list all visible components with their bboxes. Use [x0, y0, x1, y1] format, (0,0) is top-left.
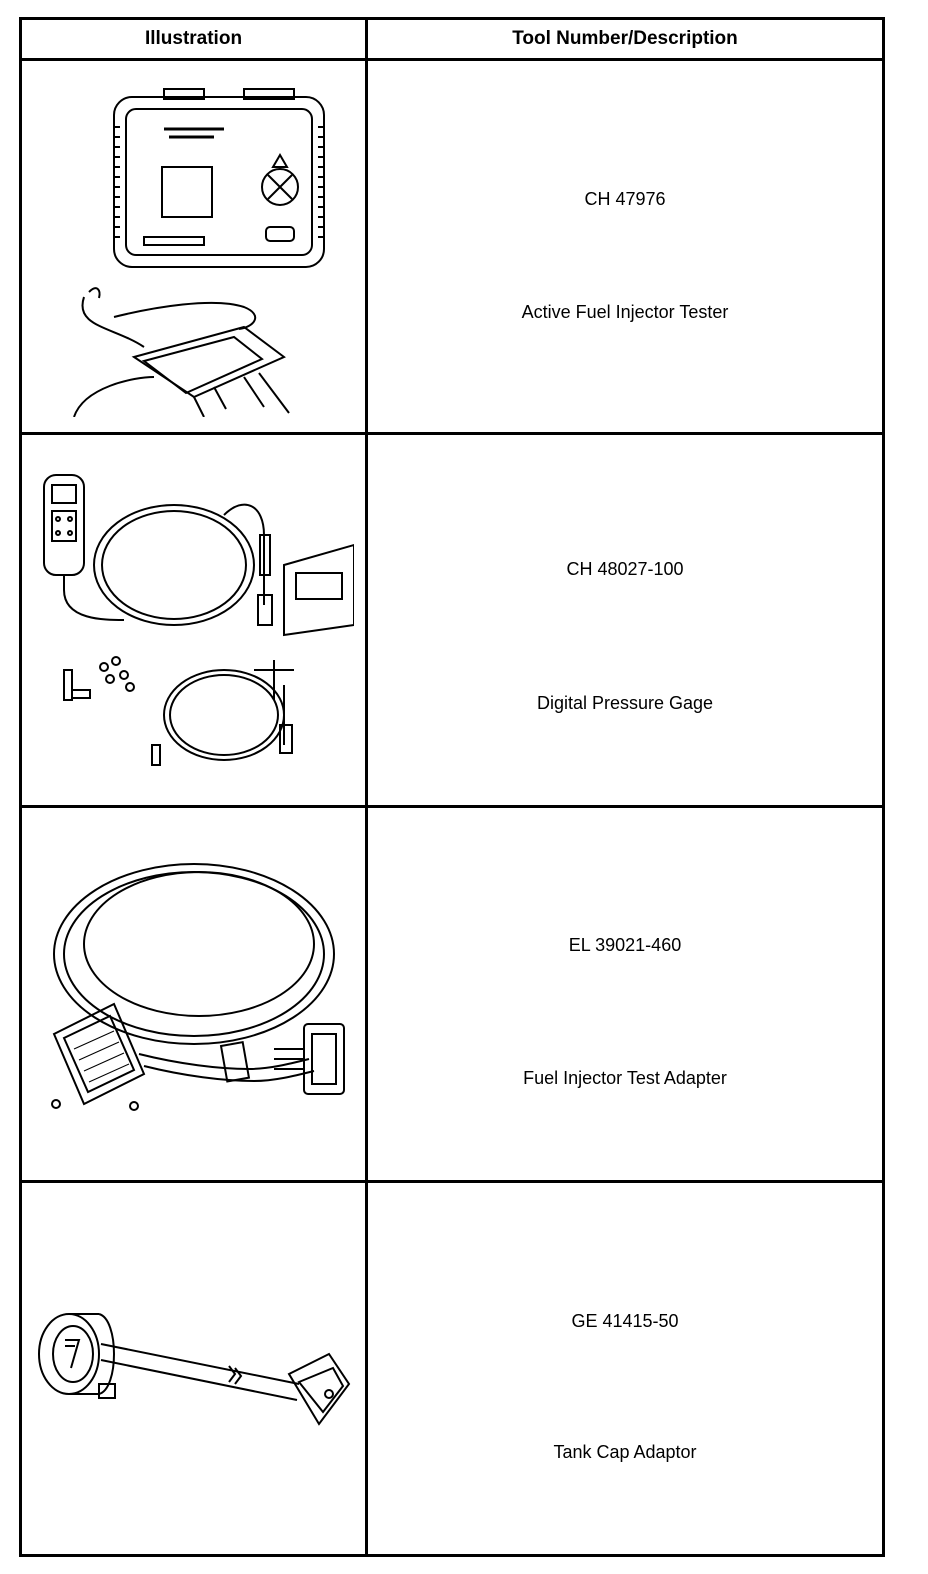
- tools-table: Illustration Tool Number/Description: [19, 17, 885, 1557]
- header-tool-number-description: Tool Number/Description: [512, 28, 738, 49]
- table-row: EL 39021-460 Fuel Injector Test Adapter: [22, 808, 882, 1180]
- tool-description: Active Fuel Injector Tester: [521, 302, 729, 322]
- tool-number: GE 41415-50: [571, 1311, 679, 1331]
- tool-cell: CH 48027-100 Digital Pressure Gage: [368, 435, 882, 805]
- row-divider: [22, 58, 882, 61]
- column-divider: [365, 20, 368, 1554]
- tool-number: CH 48027-100: [566, 559, 684, 579]
- tool-description: Tank Cap Adaptor: [553, 1442, 697, 1462]
- test-adapter-illustration: [22, 808, 365, 1180]
- tool-description: Fuel Injector Test Adapter: [523, 1068, 727, 1088]
- tool-cell: GE 41415-50 Tank Cap Adaptor: [368, 1183, 882, 1554]
- injector-tester-illustration: [22, 61, 365, 432]
- tank-cap-adaptor-illustration: [22, 1183, 365, 1554]
- table-row: GE 41415-50 Tank Cap Adaptor: [22, 1183, 882, 1554]
- row-divider: [22, 805, 882, 808]
- pressure-gage-illustration: [22, 435, 365, 805]
- header-illustration: Illustration: [144, 28, 243, 49]
- tool-description: Digital Pressure Gage: [536, 693, 714, 713]
- tool-cell: EL 39021-460 Fuel Injector Test Adapter: [368, 808, 882, 1180]
- row-divider: [22, 1180, 882, 1183]
- table-row: CH 48027-100 Digital Pressure Gage: [22, 435, 882, 805]
- tool-number: EL 39021-460: [568, 935, 682, 955]
- tool-number: CH 47976: [584, 189, 666, 209]
- table-row: CH 47976 Active Fuel Injector Tester: [22, 61, 882, 432]
- tool-cell: CH 47976 Active Fuel Injector Tester: [368, 61, 882, 432]
- row-divider: [22, 432, 882, 435]
